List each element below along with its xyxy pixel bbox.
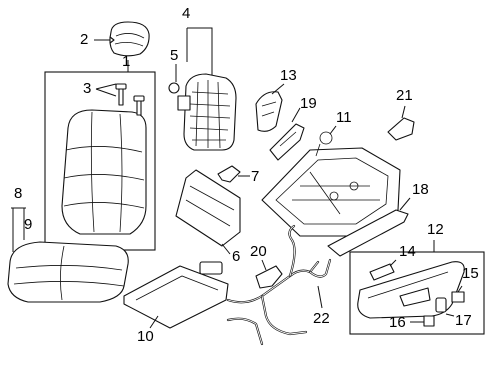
callout-10: 10 (137, 328, 154, 345)
callout-16: 16 (389, 314, 406, 331)
leader-20 (261, 259, 267, 271)
headrest-guide-part (115, 83, 145, 116)
callout-17: 17 (455, 312, 472, 329)
seatback-frame-part (168, 73, 237, 151)
cap-part (451, 291, 465, 303)
seat-cushion-part (7, 241, 129, 303)
callout-5: 5 (170, 47, 179, 64)
callout-11: 11 (336, 109, 352, 126)
callout-12: 12 (427, 221, 444, 238)
leader-14 (389, 259, 397, 267)
leader-8-9 (11, 207, 26, 252)
callout-7: 7 (251, 168, 260, 185)
callout-19: 19 (300, 95, 317, 112)
arrow-2-icon (109, 36, 115, 44)
callout-3: 3 (83, 80, 92, 97)
callout-13: 13 (280, 67, 297, 84)
leader-22 (317, 285, 323, 309)
callout-22: 22 (313, 310, 330, 327)
callout-20: 20 (250, 243, 267, 260)
leader-13 (271, 83, 285, 95)
leader-6 (221, 243, 231, 255)
connector-part (255, 265, 283, 289)
callout-1: 1 (122, 53, 131, 70)
leader-19 (291, 107, 301, 123)
bracket-part (387, 117, 415, 141)
headrest-part (109, 21, 150, 57)
knob-part (369, 263, 395, 281)
leader-10 (149, 315, 159, 329)
screw-part (423, 315, 435, 327)
leader-18 (399, 197, 411, 211)
callout-21: 21 (396, 87, 413, 104)
cushion-tray-part (123, 261, 229, 329)
callout-4: 4 (182, 5, 191, 22)
switch-frame (349, 251, 485, 335)
side-bracket-part (255, 91, 305, 161)
leader-15 (457, 285, 463, 293)
leader-3 (95, 83, 117, 97)
wiring-harness-part (226, 224, 332, 346)
back-panel-part (175, 169, 241, 247)
leader-11 (329, 125, 337, 135)
callout-15: 15 (462, 265, 479, 282)
leader-17 (445, 313, 455, 317)
callout-18: 18 (412, 181, 429, 198)
nut-part (435, 297, 447, 313)
callout-14: 14 (399, 243, 416, 260)
seat-adjuster-part (261, 131, 401, 237)
clip-part (217, 165, 241, 183)
slide-rail-part (327, 209, 409, 257)
leader-21 (401, 105, 406, 119)
callout-2: 2 (80, 31, 89, 48)
seatback-cover-part (61, 109, 147, 235)
callout-6: 6 (232, 248, 241, 265)
leader-4 (186, 27, 213, 76)
callout-8: 8 (14, 185, 23, 202)
callout-9: 9 (24, 216, 33, 233)
